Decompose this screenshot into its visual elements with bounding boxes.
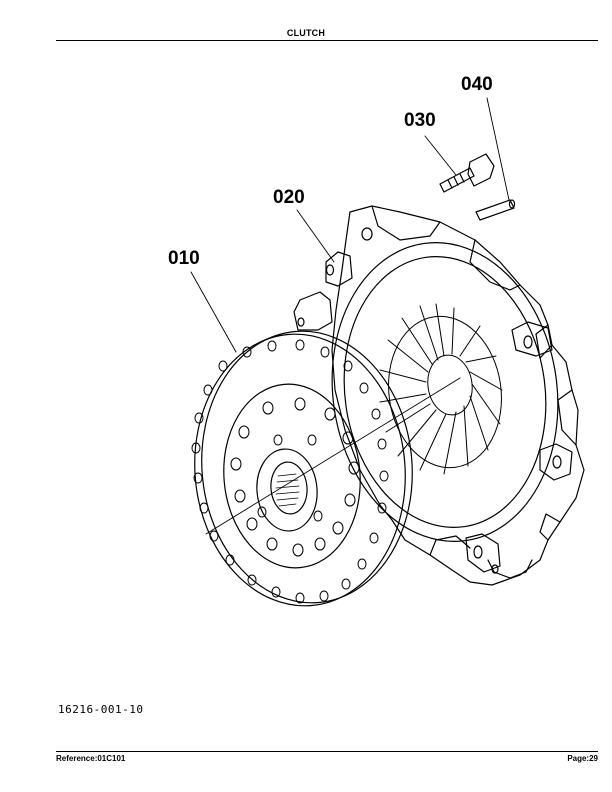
- callout-010: 010: [168, 248, 200, 269]
- footer-divider: [56, 751, 598, 752]
- bolt-part: [439, 153, 495, 193]
- callout-030: 030: [404, 110, 436, 131]
- header-divider: [56, 40, 598, 41]
- callout-020: 020: [273, 187, 305, 208]
- page-number: Page:29: [567, 754, 598, 763]
- clutch-disc: [191, 330, 413, 607]
- clutch-cover-assembly: [293, 205, 585, 586]
- reference-label: Reference:01C101: [56, 754, 126, 763]
- dowel-pin-part: [475, 199, 516, 221]
- callout-040: 040: [461, 74, 493, 95]
- figure-number: 16216-001-10: [58, 703, 144, 716]
- page-title: CLUTCH: [286, 28, 326, 38]
